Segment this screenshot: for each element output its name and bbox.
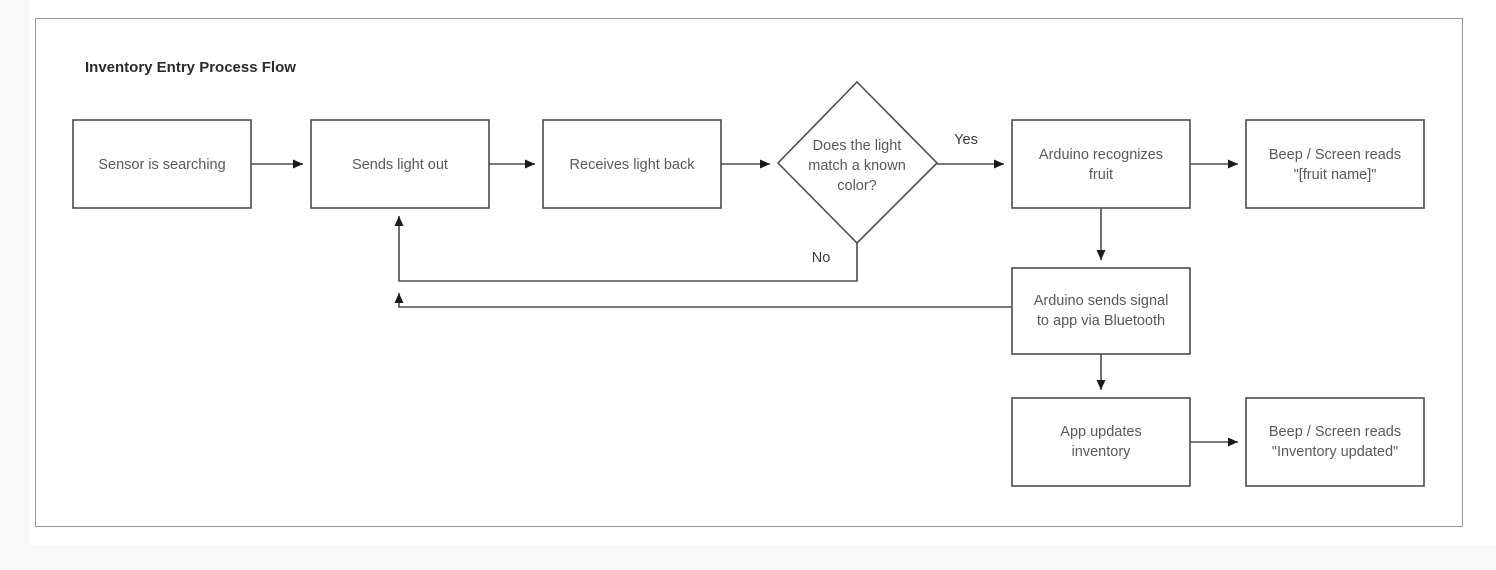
node-shape-rect[interactable] — [72, 119, 252, 209]
node-app-updates-inventory[interactable]: App updates inventory — [1011, 397, 1191, 487]
flowchart-svg[interactable]: Inventory Entry Process Flow Yes No Sens… — [35, 18, 1463, 527]
node-label-beep-inventory-line2: "Inventory updated" — [1272, 444, 1398, 460]
node-color-decision[interactable]: Does the light match a known color? — [776, 80, 939, 245]
node-receives-light-back[interactable]: Receives light back — [542, 119, 722, 209]
node-beep-inventory-updated[interactable]: Beep / Screen reads "Inventory updated" — [1245, 397, 1425, 487]
node-sensor-searching[interactable]: Sensor is searching — [72, 119, 252, 209]
node-label-color-decision-line1: Does the light — [813, 138, 902, 154]
node-label-app-updates-line1: App updates — [1060, 424, 1141, 440]
node-label-color-decision-line3: color? — [837, 178, 877, 194]
diagram-title: Inventory Entry Process Flow — [85, 59, 296, 76]
node-shape-rect[interactable] — [1245, 119, 1425, 209]
node-label-beep-fruit-line2: "[fruit name]" — [1294, 167, 1377, 183]
node-label-arduino-recognizes-line1: Arduino recognizes — [1039, 147, 1163, 163]
node-shape-rect[interactable] — [1011, 397, 1191, 487]
node-shape-rect[interactable] — [542, 119, 722, 209]
node-shape-rect[interactable] — [1011, 119, 1191, 209]
node-label-beep-inventory-line1: Beep / Screen reads — [1269, 424, 1401, 440]
edge-decision-no[interactable] — [394, 216, 858, 282]
edge-label-no: No — [812, 250, 831, 266]
node-label-sensor-searching: Sensor is searching — [98, 157, 225, 173]
node-label-bluetooth-line1: Arduino sends signal — [1034, 293, 1169, 309]
node-label-sends-light-out: Sends light out — [352, 157, 448, 173]
node-label-bluetooth-line2: to app via Bluetooth — [1037, 313, 1165, 329]
node-beep-fruit-name[interactable]: Beep / Screen reads "[fruit name]" — [1245, 119, 1425, 209]
edge-bluetooth-loopback[interactable] — [394, 293, 1012, 308]
edges-layer — [251, 159, 1238, 447]
node-shape-rect[interactable] — [310, 119, 490, 209]
node-label-color-decision-line2: match a known — [808, 158, 906, 174]
node-shape-rect[interactable] — [1245, 397, 1425, 487]
node-arduino-bluetooth[interactable]: Arduino sends signal to app via Bluetoot… — [1011, 267, 1191, 355]
edge-labels-layer: Yes No — [812, 132, 978, 266]
node-label-receives-light-back: Receives light back — [570, 157, 696, 173]
node-label-app-updates-line2: inventory — [1072, 444, 1132, 460]
node-shape-rect[interactable] — [1011, 267, 1191, 355]
node-sends-light-out[interactable]: Sends light out — [310, 119, 490, 209]
node-label-beep-fruit-line1: Beep / Screen reads — [1269, 147, 1401, 163]
node-shape-diamond[interactable] — [776, 80, 939, 245]
node-arduino-recognizes-fruit[interactable]: Arduino recognizes fruit — [1011, 119, 1191, 209]
node-label-arduino-recognizes-line2: fruit — [1089, 167, 1113, 183]
edge-label-yes: Yes — [954, 132, 978, 148]
